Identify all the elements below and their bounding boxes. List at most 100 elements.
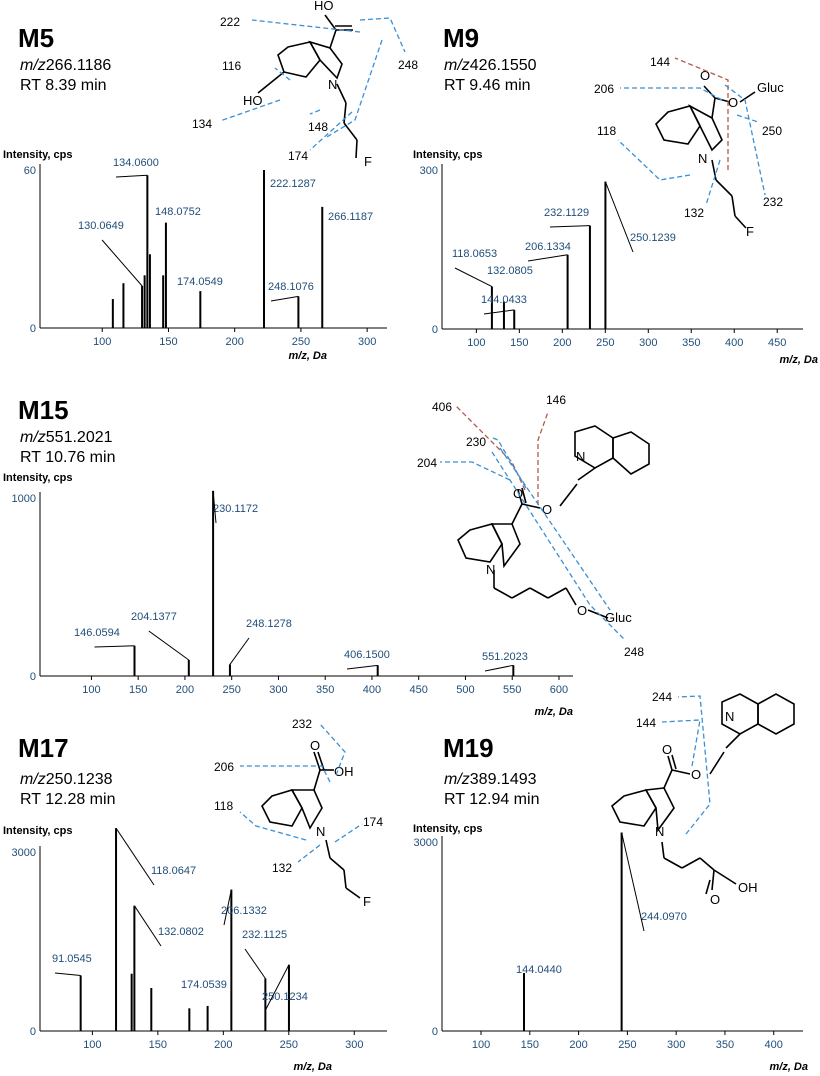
y-axis-label: Intensity, cps: [3, 825, 72, 837]
fluorine-label: F: [363, 894, 371, 909]
peak-leader: [270, 295, 299, 302]
hydroxyl-label: OH: [738, 880, 758, 895]
x-tick-label: 200: [569, 1039, 587, 1051]
fluorine-label: F: [364, 154, 372, 169]
panel-rt: RT 12.28 min: [20, 791, 115, 808]
x-tick-label: 100: [467, 337, 485, 349]
x-tick-label: 400: [765, 1039, 783, 1051]
nitrogen-label: N: [655, 824, 664, 839]
y-tick-label: 3000: [414, 837, 438, 849]
panel-mz: m/z250.1238: [20, 771, 113, 788]
y-axis-label: Intensity, cps: [3, 149, 72, 161]
fragment-label: 206: [594, 82, 614, 96]
x-tick-label: 150: [521, 1039, 539, 1051]
peak-leader: [484, 664, 514, 672]
fragment-label: 206: [214, 760, 234, 774]
peak-leader: [346, 664, 378, 670]
fragment-label: 144: [650, 55, 670, 69]
fragment-label: 406: [432, 400, 452, 414]
x-tick-label: 300: [269, 684, 287, 696]
peak-label: 250.1239: [630, 232, 676, 244]
peak-leader: [549, 225, 590, 228]
nitrogen-label: N: [576, 449, 585, 464]
x-tick-label: 100: [83, 1039, 101, 1051]
peak-label: 144.0433: [481, 294, 527, 306]
panel-mz: m/z389.1493: [444, 771, 537, 788]
panel-rt: RT 12.94 min: [444, 791, 539, 808]
x-tick-label: 500: [456, 684, 474, 696]
fluorine-label: F: [746, 224, 754, 239]
peak-leader: [264, 964, 290, 1012]
fragment-label: 146: [546, 393, 566, 407]
peak-label: 118.0647: [151, 865, 196, 877]
fragment-label: 116: [222, 59, 241, 73]
fragment-label: 132: [684, 206, 704, 220]
structure-m9: O O Gluc N F 144 206 118 132 250 232: [594, 55, 784, 239]
peak-label: 130.0649: [78, 220, 124, 232]
y-tick-label: 0: [432, 1026, 438, 1038]
x-tick-label: 250: [292, 336, 310, 348]
peak-label: 230.1172: [213, 503, 258, 515]
x-tick-label: 200: [226, 336, 244, 348]
panel-m5: M5 m/z266.1186 RT 8.39 min Intensity, cp…: [3, 0, 418, 362]
peak-leader: [244, 948, 266, 979]
panel-title: M9: [443, 23, 479, 53]
panel-title: M15: [18, 395, 69, 425]
oxygen-label: O: [542, 502, 552, 517]
oxygen-label: O: [700, 68, 710, 83]
nitrogen-label: N: [725, 709, 734, 724]
panel-m9: M9 m/z426.1550 RT 9.46 min Intensity, cp…: [413, 23, 818, 366]
peak-label: 174.0539: [181, 979, 227, 991]
peak-label: 206.1334: [525, 241, 571, 253]
gluc-label: Gluc: [605, 610, 632, 625]
x-tick-label: 550: [503, 684, 521, 696]
x-axis-label: m/z, Da: [534, 706, 573, 718]
x-tick-label: 200: [553, 337, 571, 349]
peak-label: 144.0440: [516, 964, 562, 976]
fragment-label: 174: [363, 815, 383, 829]
panel-m15: M15 m/z551.2021 RT 10.76 min Intensity, …: [3, 393, 650, 718]
x-tick-label: 200: [214, 1039, 232, 1051]
peak-label: 248.1278: [246, 618, 292, 630]
y-axis-label: Intensity, cps: [413, 149, 482, 161]
fragment-label: 144: [636, 716, 656, 730]
peak-leader: [115, 827, 155, 886]
peak-leader: [454, 267, 493, 288]
x-tick-label: 300: [358, 336, 376, 348]
fragment-label: 174: [288, 149, 308, 163]
x-tick-label: 250: [596, 337, 614, 349]
panel-mz: m/z551.2021: [20, 429, 113, 446]
x-tick-label: 100: [82, 684, 100, 696]
peak-label: 91.0545: [52, 953, 92, 965]
x-tick-label: 350: [716, 1039, 734, 1051]
hydroxyl-label: HO: [314, 0, 334, 13]
x-tick-label: 400: [725, 337, 743, 349]
y-tick-label: 300: [420, 165, 438, 177]
peak-label: 148.0752: [155, 206, 201, 218]
y-tick-label: 60: [24, 165, 36, 177]
structure-m17: O OH N F 232 206 118 132 174: [214, 717, 383, 909]
y-tick-label: 0: [30, 323, 36, 335]
x-tick-label: 150: [510, 337, 528, 349]
x-tick-label: 450: [410, 684, 428, 696]
peak-label: 222.1287: [270, 178, 316, 190]
peak-leader: [133, 905, 162, 947]
gluc-label: Gluc: [757, 80, 784, 95]
x-tick-label: 250: [223, 684, 241, 696]
fragment-label: 232: [292, 717, 312, 731]
oxygen-label: O: [662, 742, 672, 757]
y-tick-label: 0: [30, 1026, 36, 1038]
fragment-label: 204: [417, 456, 437, 470]
peak-label: 118.0653: [452, 248, 497, 260]
panel-title: M17: [18, 733, 69, 763]
hydroxyl-label: OH: [334, 764, 354, 779]
panel-rt: RT 8.39 min: [20, 77, 107, 94]
nitrogen-label: N: [698, 151, 707, 166]
x-tick-label: 350: [682, 337, 700, 349]
x-tick-label: 100: [93, 336, 111, 348]
peak-label: 232.1125: [242, 929, 287, 941]
